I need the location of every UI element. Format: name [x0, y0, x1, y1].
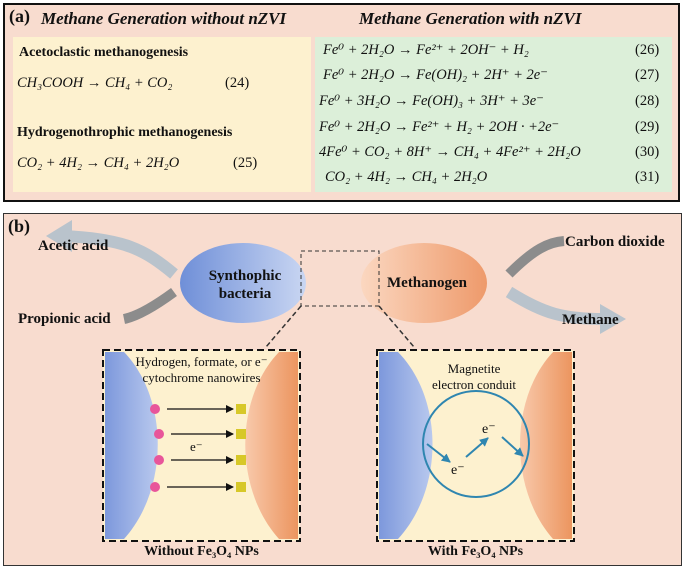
- right-inset-text-line1: Magnetite: [447, 361, 501, 376]
- heading-with-nzvi: Methane Generation with nZVI: [359, 9, 582, 28]
- zoom-box: [300, 250, 380, 307]
- methanogen-cell: [361, 243, 487, 323]
- caption-without-fe3o4: Without Fe₃O₄ NPs: [144, 544, 259, 559]
- inset-left-bacteria-half: [105, 352, 158, 539]
- propionic-acid-label: Propionic acid: [18, 311, 111, 327]
- acetic-acid-label: Acetic acid: [38, 238, 109, 254]
- equation-30: 4Fe⁰ + CO₂ + 8H⁺ → CH₄ + 4Fe²⁺ + 2H₂O: [319, 144, 581, 160]
- acetoclastic-title: Acetoclastic methanogenesis: [19, 45, 189, 60]
- panel-a: (a) Methane Generation without nZVI Meth…: [3, 3, 680, 202]
- equation-24: CH₃COOH → CH₄ + CO₂: [17, 75, 173, 91]
- equation-25-number: (25): [233, 155, 258, 171]
- equation-29: Fe⁰ + 2H₂O → Fe²⁺ + H₂ + 2OH · +2e⁻: [319, 119, 560, 135]
- without-nzvi-box: Acetoclastic methanogenesis CH₃COOH → CH…: [13, 37, 311, 192]
- methane-flow-arrow: [505, 286, 605, 325]
- synthophic-label-line1: Synthophic: [208, 268, 282, 284]
- pink-dot: [154, 455, 164, 465]
- inset-left-methanogen-half: [245, 352, 298, 539]
- hydrogenotrophic-title: Hydrogenothrophic methanogenesis: [17, 125, 233, 140]
- carbon-dioxide-flow-arrow: [505, 236, 565, 278]
- equation-25: CO₂ + 4H₂ → CH₄ + 2H₂O: [17, 155, 180, 171]
- equation-27: Fe⁰ + 2H₂O → Fe(OH)₂ + 2H⁺ + 2e⁻: [323, 67, 548, 83]
- electron-arrow-in: [426, 443, 451, 463]
- equation-29-number: (29): [635, 119, 660, 135]
- equation-24-number: (24): [225, 75, 250, 91]
- electron-arrow-out: [501, 436, 524, 457]
- equation-28-number: (28): [635, 93, 660, 109]
- methanogen-label: Methanogen: [387, 275, 467, 291]
- panel-b: (b) Acetic acid Propionic acid Synthophi…: [3, 213, 682, 566]
- synthophic-bacteria-cell: [180, 243, 306, 323]
- left-electron-label: e⁻: [190, 439, 203, 454]
- equation-31-number: (31): [635, 169, 660, 185]
- with-nzvi-box: Fe⁰ + 2H₂O → Fe²⁺ + 2OH⁻ + H₂ (26) Fe⁰ +…: [315, 37, 672, 192]
- equation-27-number: (27): [635, 67, 660, 83]
- inset-right-bacteria-half: [379, 352, 433, 539]
- zoom-line-left: [265, 305, 302, 348]
- zoom-line-right: [378, 305, 415, 348]
- synthophic-label-line2: bacteria: [218, 286, 272, 302]
- pink-dot: [150, 482, 160, 492]
- acetic-acid-arrowhead: [46, 220, 72, 252]
- yellow-square: [236, 404, 246, 414]
- acetic-acid-flow-arrow: [63, 230, 178, 279]
- panel-a-label: (a): [9, 6, 30, 26]
- equation-31: CO₂ + 4H₂ → CH₄ + 2H₂O: [325, 169, 488, 185]
- yellow-square: [236, 455, 246, 465]
- equation-26-number: (26): [635, 42, 660, 58]
- methane-label: Methane: [562, 312, 619, 328]
- yellow-square: [236, 429, 246, 439]
- equation-28: Fe⁰ + 3H₂O → Fe(OH)₃ + 3H⁺ + 3e⁻: [319, 93, 544, 109]
- electron-arrow-mid: [465, 437, 489, 458]
- left-inset-text-line2: cytochrome nanowires: [142, 370, 261, 385]
- panel-b-diagram: [46, 220, 626, 542]
- right-electron-bottom-label: e⁻: [451, 463, 465, 478]
- equation-26: Fe⁰ + 2H₂O → Fe²⁺ + 2OH⁻ + H₂: [323, 42, 529, 58]
- right-electron-top-label: e⁻: [482, 422, 496, 437]
- caption-with-fe3o4: With Fe₃O₄ NPs: [427, 544, 524, 559]
- heading-without-nzvi: Methane Generation without nZVI: [41, 9, 287, 28]
- right-inset-text-line2: electron conduit: [431, 377, 517, 392]
- methane-arrowhead: [600, 304, 626, 334]
- left-inset-text-line1: Hydrogen, formate, or e⁻: [135, 354, 268, 369]
- inset-right-methanogen-half: [520, 352, 572, 539]
- magnetite-conduit-circle: [422, 390, 530, 498]
- pink-dot: [154, 429, 164, 439]
- panel-b-label: (b): [8, 216, 30, 236]
- propionic-acid-flow-arrow: [122, 287, 177, 324]
- yellow-square: [236, 482, 246, 492]
- equation-30-number: (30): [635, 144, 660, 160]
- carbon-dioxide-label: Carbon dioxide: [565, 234, 665, 250]
- pink-dot: [150, 404, 160, 414]
